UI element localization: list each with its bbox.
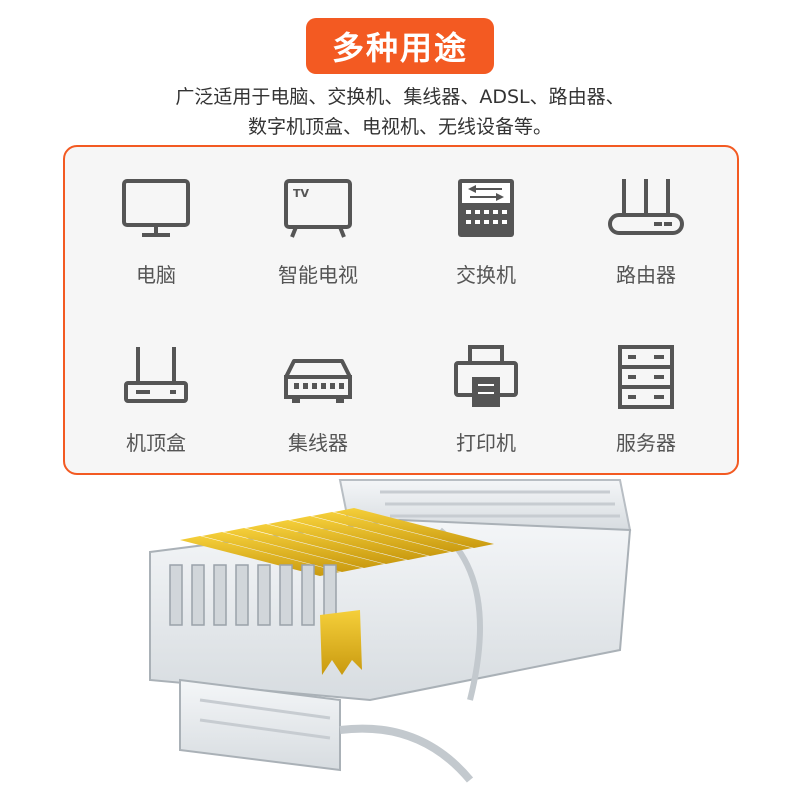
device-printer: 打印机 xyxy=(411,343,561,493)
device-panel: 电脑 TV 智能电视 交换机 xyxy=(63,145,739,475)
computer-icon xyxy=(122,179,190,237)
tv-icon: TV xyxy=(284,179,352,238)
description-line-1: 广泛适用于电脑、交换机、集线器、ADSL、路由器、 xyxy=(175,86,625,108)
description-line-2: 数字机顶盒、电视机、无线设备等。 xyxy=(247,116,552,138)
device-label: 电脑 xyxy=(136,263,176,287)
switch-icon xyxy=(458,179,514,237)
device-label: 机顶盒 xyxy=(126,431,186,455)
server-icon xyxy=(618,345,674,409)
device-hub: 集线器 xyxy=(243,343,393,493)
device-label: 交换机 xyxy=(456,263,516,287)
set-top-box-icon xyxy=(124,347,188,403)
router-icon xyxy=(608,179,684,235)
gold-contacts xyxy=(180,508,494,576)
device-switch: 交换机 xyxy=(411,175,561,325)
device-label: 集线器 xyxy=(288,431,348,455)
rj45-connector-image xyxy=(149,479,632,783)
device-label: 打印机 xyxy=(456,431,516,455)
device-router: 路由器 xyxy=(571,175,721,325)
device-server: 服务器 xyxy=(571,343,721,493)
section-title: 多种用途 xyxy=(331,29,468,67)
device-label: 智能电视 xyxy=(278,263,358,287)
device-label: 服务器 xyxy=(616,431,676,455)
hub-icon xyxy=(284,359,352,403)
device-label: 路由器 xyxy=(616,263,676,287)
device-set-top-box: 机顶盒 xyxy=(81,343,231,493)
tv-icon-text: TV xyxy=(293,187,310,200)
section-title-badge: 多种用途 xyxy=(306,18,494,74)
device-smart-tv: TV 智能电视 xyxy=(243,175,393,325)
device-computer: 电脑 xyxy=(81,175,231,325)
printer-icon xyxy=(454,345,518,407)
